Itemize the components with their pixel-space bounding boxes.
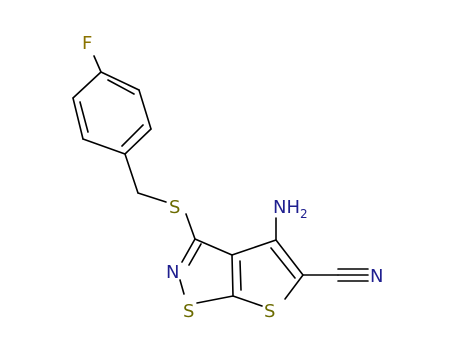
bond-s-c6a (196, 295, 234, 304)
isothiazole-sulfur-label: S (183, 301, 194, 322)
bond-c3-c3a (194, 238, 233, 256)
bond-ring-1 (100, 71, 140, 91)
bond-c4-c5-double (270, 247, 296, 279)
bond-c3a-c4 (231, 239, 277, 256)
thiophene-sulfur-label: S (264, 301, 275, 322)
bond-ring-6 (72, 71, 102, 99)
isothiazole-nitrogen-label: N (166, 262, 179, 283)
thieno-isothiazole-core (179, 238, 304, 307)
bond-n-s (179, 279, 185, 295)
amino-subscript-text: 2 (300, 207, 308, 221)
bond-ring-inner-3 (79, 101, 89, 133)
bond-s-c3 (185, 213, 196, 240)
nitrile-nitrogen-label: N (370, 266, 383, 287)
bond-ring-4 (82, 138, 126, 155)
bond-c3-n-double (188, 243, 202, 266)
bond-ring-5 (72, 97, 84, 140)
fluorophenyl-ring (72, 55, 152, 155)
bond-c3-n (181, 238, 196, 263)
fluorine-atom-label: F (82, 33, 92, 54)
bond-c3a-c6a (231, 254, 234, 297)
bond-s-c6a-right (232, 295, 263, 307)
bond-f-c (93, 55, 102, 73)
thioether-sulfur-label: S (169, 197, 180, 218)
bond-c3a-c6a-inner (239, 260, 242, 291)
bond-ring-3 (124, 128, 152, 155)
bond-ch2-s (137, 192, 167, 203)
bond-c5-s (284, 274, 304, 300)
bond-ring-ch2 (124, 153, 139, 194)
amino-group-label: NH2 (273, 197, 308, 221)
amino-nh-text: NH (273, 197, 300, 218)
bond-ring-inner-1 (107, 79, 135, 95)
bond-c4-c5 (275, 239, 304, 276)
bond-ring-2 (138, 89, 152, 130)
bond-ring-inner-2 (121, 124, 144, 147)
